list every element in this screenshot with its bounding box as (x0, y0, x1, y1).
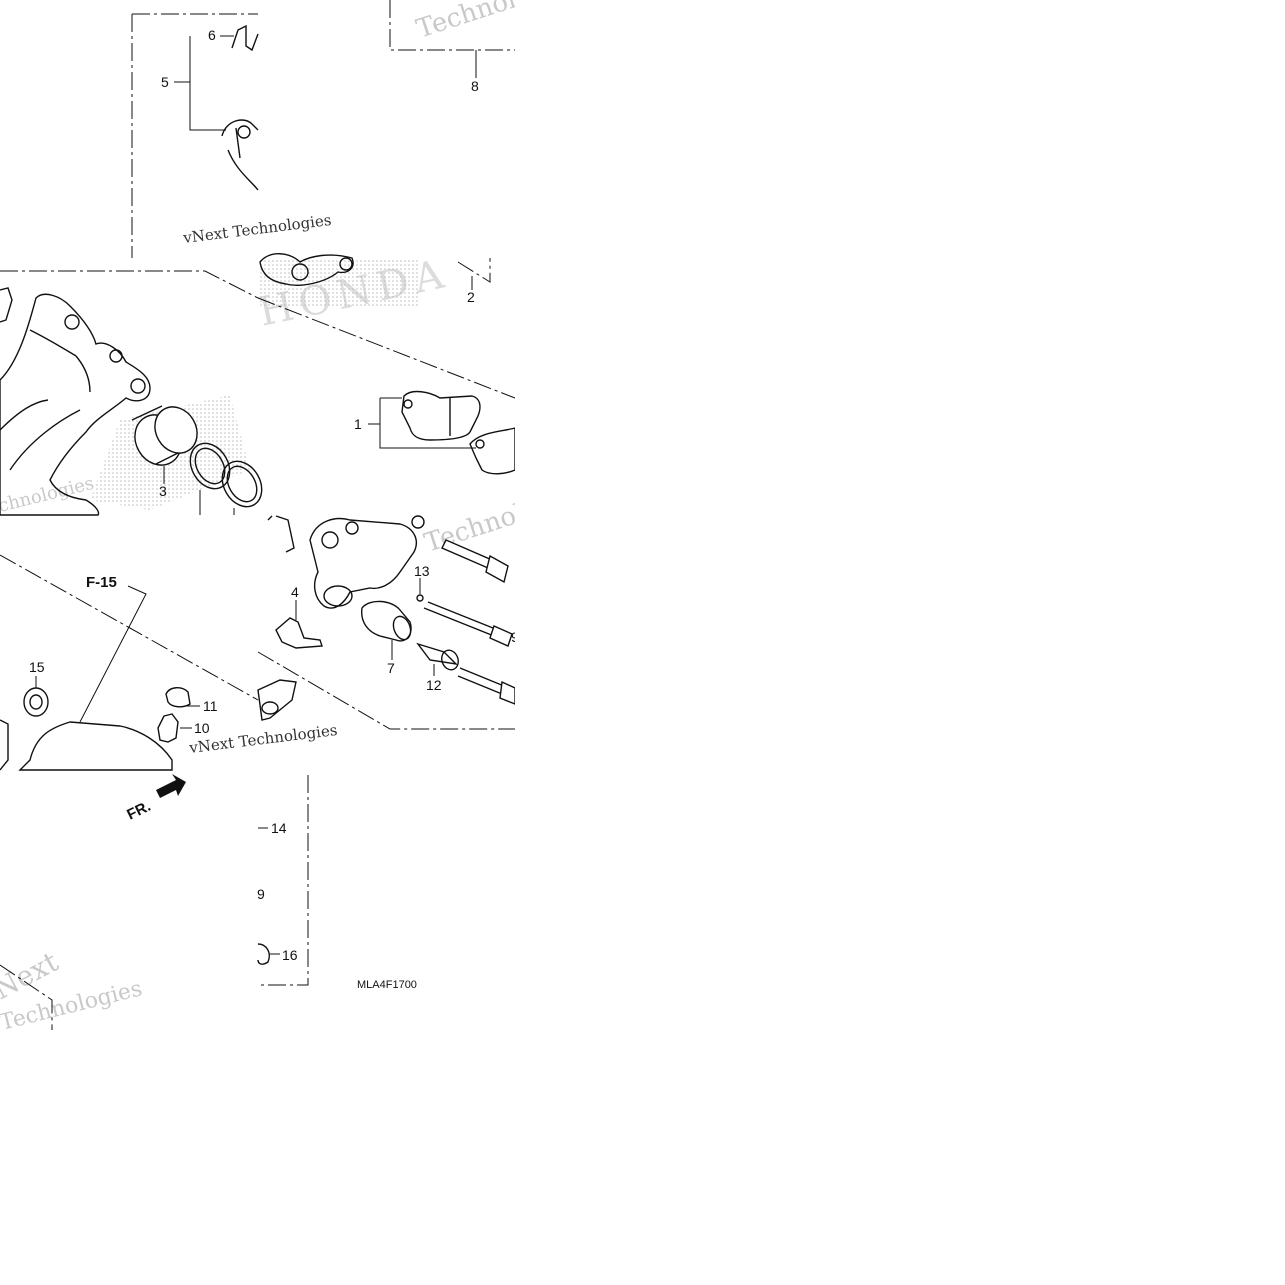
drawing-code: MLA4F1700 (357, 979, 417, 991)
leader-lines (35, 35, 477, 955)
callout-13: 13 (414, 563, 430, 579)
part-16 (257, 943, 270, 965)
callout-15: 15 (29, 659, 45, 675)
part-2-fragment (259, 253, 354, 286)
callout-numbers: 6 5 8 2 1 3 13 4 9 7 12 15 11 10 14 9 16… (29, 27, 519, 963)
callout-14: 14 (271, 820, 287, 836)
callout-16: 16 (282, 947, 298, 963)
part-3-piston (131, 405, 198, 466)
part-bolts (423, 539, 516, 706)
watermark-technologies-left-fragment: chnologies (0, 473, 96, 517)
caliper-body-right (267, 515, 425, 609)
caliper-bracket (0, 287, 151, 516)
callout-8: 8 (471, 78, 479, 94)
callout-11: 11 (203, 698, 218, 714)
part-6-clip (231, 24, 259, 52)
fr-label: FR. (124, 798, 153, 824)
callout-4: 4 (291, 584, 299, 600)
callout-9: 9 (257, 886, 265, 902)
part-seals (189, 442, 263, 508)
part-lower (0, 679, 297, 771)
part-small-items (275, 594, 459, 671)
reference-f15: F-15 (86, 574, 117, 591)
callout-3: 3 (159, 483, 167, 499)
callout-5: 5 (161, 74, 169, 90)
watermark-vnext-upper: vNext Technologies (181, 211, 332, 247)
callout-2: 2 (467, 289, 475, 305)
callout-7: 7 (387, 660, 395, 676)
callout-1: 1 (354, 416, 362, 432)
watermark-vnext-lower: vNext Technologies (187, 721, 338, 757)
callout-10: 10 (194, 720, 210, 736)
part-5-bracket (221, 119, 259, 191)
halftone-patch (258, 258, 418, 308)
part-1-pads (401, 390, 516, 475)
front-direction-arrow: FR. (124, 774, 186, 824)
callout-12: 12 (426, 677, 442, 693)
callout-6: 6 (208, 27, 216, 43)
